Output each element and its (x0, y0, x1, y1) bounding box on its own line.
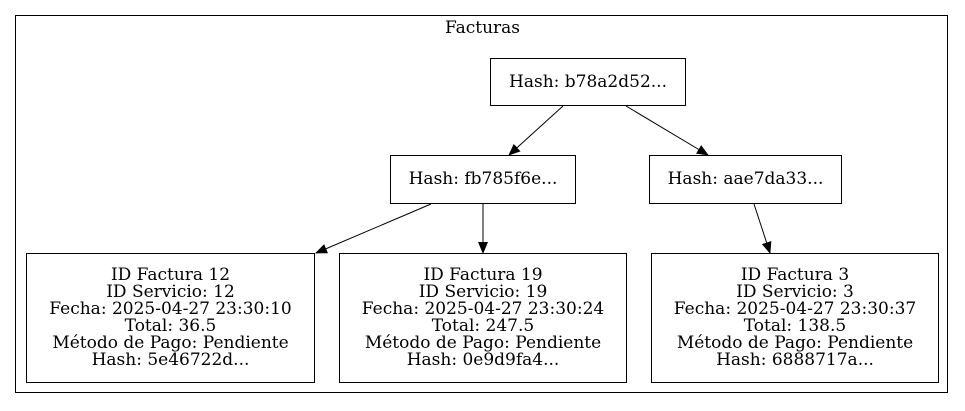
invoice-node-12: ID Factura 12 ID Servicio: 12 Fecha: 202… (26, 253, 315, 383)
edge-root-left (508, 105, 564, 156)
invoice-metodo: Método de Pago: Pendiente (676, 333, 914, 353)
facturas-cluster (15, 15, 948, 393)
edge-root-right (625, 105, 709, 156)
edge-right-invoice3 (753, 203, 772, 254)
invoice-metodo: Método de Pago: Pendiente (364, 333, 602, 353)
invoice-total: Total: 36.5 (124, 316, 217, 336)
invoice-id: ID Factura 19 (423, 265, 543, 285)
invoice-servicio: ID Servicio: 19 (418, 282, 548, 302)
cluster-label: Facturas (444, 18, 521, 38)
invoice-id: ID Factura 3 (740, 265, 850, 285)
invoice-servicio: ID Servicio: 12 (106, 282, 235, 302)
invoice-hash: Hash: 5e46722d... (91, 350, 250, 370)
edge-left-invoice12 (315, 203, 432, 254)
hash-label: Hash: fb785f6e... (408, 169, 558, 189)
hash-node-root: Hash: b78a2d52... (490, 58, 686, 106)
invoice-node-19: ID Factura 19 ID Servicio: 19 Fecha: 202… (339, 253, 627, 383)
hash-label: Hash: b78a2d52... (509, 71, 667, 92)
invoice-servicio: ID Servicio: 3 (736, 282, 854, 302)
invoice-fecha: Fecha: 2025-04-27 23:30:37 (673, 299, 917, 319)
invoice-total: Total: 138.5 (743, 316, 847, 336)
invoice-total: Total: 247.5 (431, 316, 535, 336)
invoice-id: ID Factura 12 (110, 265, 231, 285)
invoice-hash: Hash: 6888717a... (716, 350, 874, 370)
hash-node-right: Hash: aae7da33... (649, 155, 842, 204)
hash-label: Hash: aae7da33... (667, 169, 824, 189)
invoice-fecha: Fecha: 2025-04-27 23:30:10 (49, 299, 292, 319)
invoice-fecha: Fecha: 2025-04-27 23:30:24 (361, 299, 605, 319)
invoice-metodo: Método de Pago: Pendiente (52, 333, 289, 353)
invoice-hash: Hash: 0e9d9fa4... (406, 350, 560, 370)
hash-node-left: Hash: fb785f6e... (390, 155, 576, 204)
invoice-node-3: ID Factura 3 ID Servicio: 3 Fecha: 2025-… (651, 253, 939, 383)
